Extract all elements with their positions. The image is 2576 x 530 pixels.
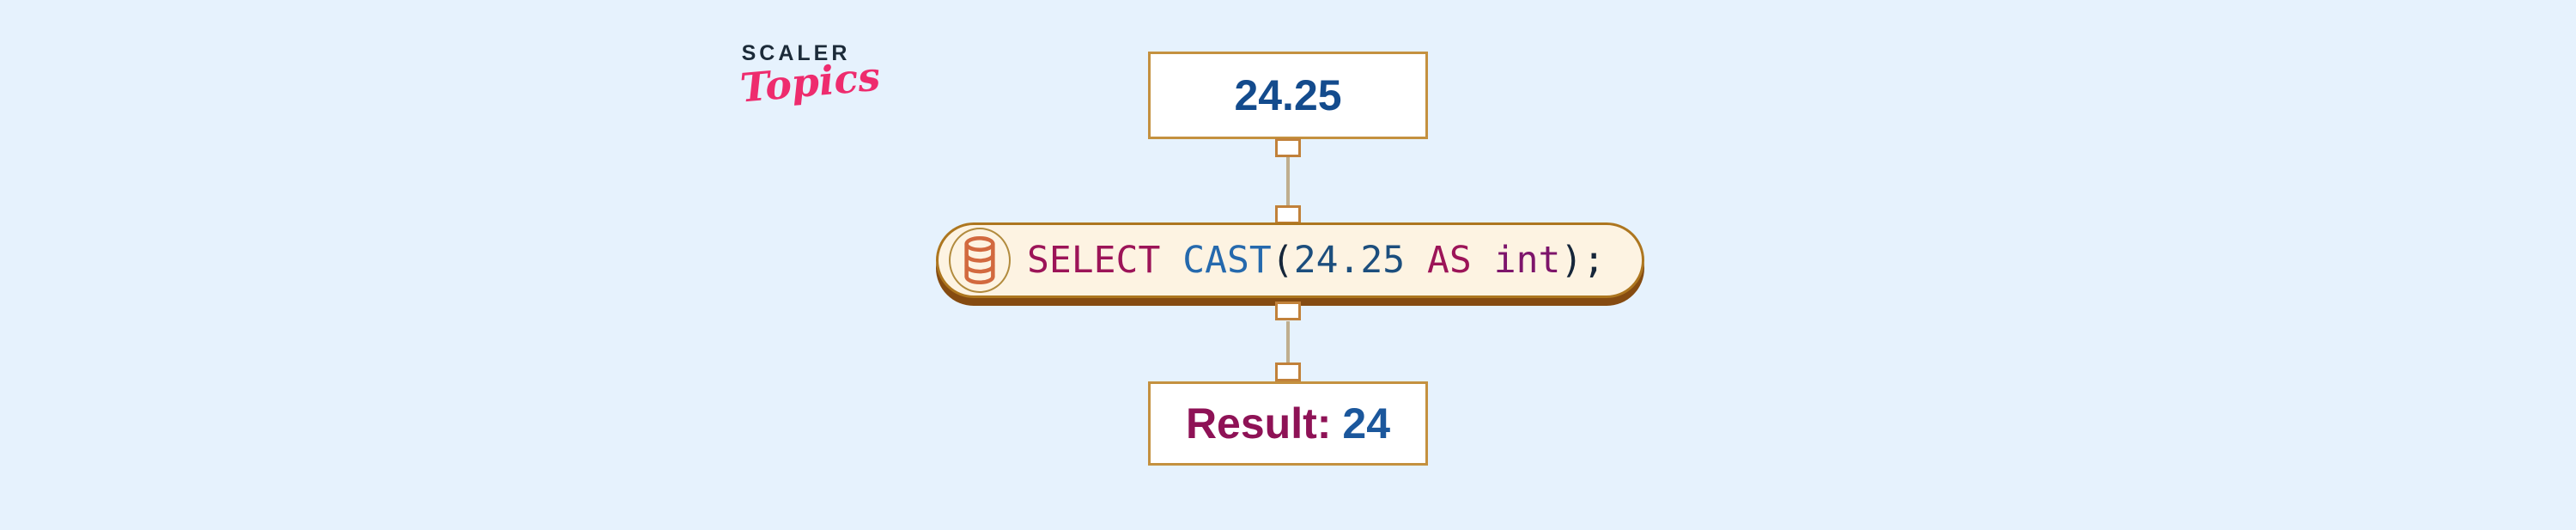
input-value-box: 24.25 xyxy=(1148,52,1428,139)
sql-token: AS xyxy=(1427,239,1472,282)
connector-line-top xyxy=(1286,157,1290,207)
connector-node xyxy=(1275,138,1301,157)
sql-token: int xyxy=(1493,239,1561,282)
sql-token: SELECT xyxy=(1027,239,1161,282)
connector-node xyxy=(1275,302,1301,320)
sql-token: 24.25 xyxy=(1293,239,1406,282)
sql-token xyxy=(1405,239,1427,282)
sql-query-pill: SELECT CAST(24.25 AS int); xyxy=(936,222,1644,298)
database-badge xyxy=(949,228,1011,293)
logo-brand-text: SCALER xyxy=(741,41,851,65)
result-label-text: Result: xyxy=(1185,399,1332,448)
sql-token: CAST xyxy=(1182,239,1272,282)
scaler-topics-logo: SCALER Topics xyxy=(738,41,882,112)
sql-token: ( xyxy=(1271,239,1294,282)
sql-token xyxy=(1472,239,1494,282)
sql-token xyxy=(1160,239,1182,282)
sql-token: ); xyxy=(1560,239,1606,282)
connector-line-bottom xyxy=(1286,321,1290,364)
result-box: Result: 24 xyxy=(1148,381,1428,466)
result-line: Result: 24 xyxy=(1186,399,1390,448)
sql-code: SELECT CAST(24.25 AS int); xyxy=(1027,239,1605,282)
input-value-text: 24.25 xyxy=(1234,71,1342,119)
database-icon xyxy=(964,236,995,284)
connector-node xyxy=(1275,362,1301,381)
connector-node xyxy=(1275,205,1301,224)
logo-sub-text: Topics xyxy=(738,52,883,112)
result-value-text: 24 xyxy=(1342,399,1391,448)
